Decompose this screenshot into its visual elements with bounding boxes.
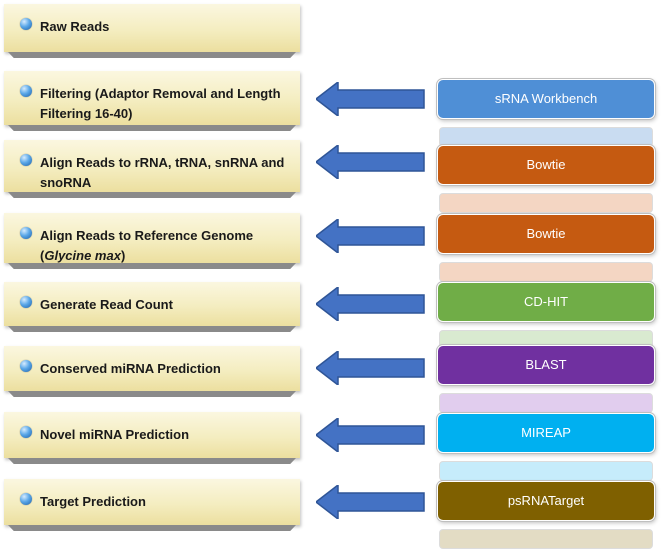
bullet-icon: [20, 296, 32, 308]
step-label: Novel miRNA Prediction: [40, 427, 190, 442]
tool-label: sRNA Workbench: [437, 79, 655, 119]
step-label: Align Reads to Reference Genome (Glycine…: [40, 228, 254, 263]
tool-label: Bowtie: [437, 214, 655, 254]
step-label: Align Reads to rRNA, tRNA, snRNA and sno…: [40, 155, 285, 190]
arrow-left-icon: [316, 485, 425, 519]
tool-psrnatarget: psRNATarget: [437, 481, 655, 549]
tool-bowtie-1: Bowtie: [437, 145, 655, 213]
bullet-icon: [20, 18, 32, 30]
bullet-icon: [20, 493, 32, 505]
bullet-icon: [20, 154, 32, 166]
bullet-icon: [20, 360, 32, 372]
bullet-icon: [20, 227, 32, 239]
bullet-icon: [20, 426, 32, 438]
step-label: Conserved miRNA Prediction: [40, 361, 221, 376]
arrow-left-icon: [316, 82, 425, 116]
step-raw-reads: Raw Reads: [4, 4, 300, 58]
tool-blast: BLAST: [437, 345, 655, 413]
arrow-left-icon: [316, 418, 425, 452]
step-label: Raw Reads: [40, 19, 110, 34]
species-name: Glycine max: [44, 248, 121, 263]
step-target-prediction: Target Prediction: [4, 479, 300, 531]
tool-label: psRNATarget: [437, 481, 655, 521]
step-conserved-mirna: Conserved miRNA Prediction: [4, 346, 300, 397]
step-align-genome: Align Reads to Reference Genome (Glycine…: [4, 213, 300, 269]
arrow-left-icon: [316, 351, 425, 385]
step-filtering: Filtering (Adaptor Removal and Length Fi…: [4, 71, 300, 131]
tool-label: MIREAP: [437, 413, 655, 453]
step-align-rrna: Align Reads to rRNA, tRNA, snRNA and sno…: [4, 140, 300, 198]
tool-label: Bowtie: [437, 145, 655, 185]
arrow-left-icon: [316, 287, 425, 321]
tool-mireap: MIREAP: [437, 413, 655, 481]
bullet-icon: [20, 85, 32, 97]
step-label: Target Prediction: [40, 494, 146, 509]
tool-bowtie-2: Bowtie: [437, 214, 655, 282]
tool-cd-hit: CD-HIT: [437, 282, 655, 350]
step-label: Filtering (Adaptor Removal and Length Fi…: [40, 86, 281, 121]
tool-label: BLAST: [437, 345, 655, 385]
arrow-left-icon: [316, 219, 425, 253]
step-novel-mirna: Novel miRNA Prediction: [4, 412, 300, 464]
step-read-count: Generate Read Count: [4, 282, 300, 332]
arrow-left-icon: [316, 145, 425, 179]
tool-srna-workbench: sRNA Workbench: [437, 79, 655, 147]
tool-label: CD-HIT: [437, 282, 655, 322]
step-label: Generate Read Count: [40, 297, 173, 312]
